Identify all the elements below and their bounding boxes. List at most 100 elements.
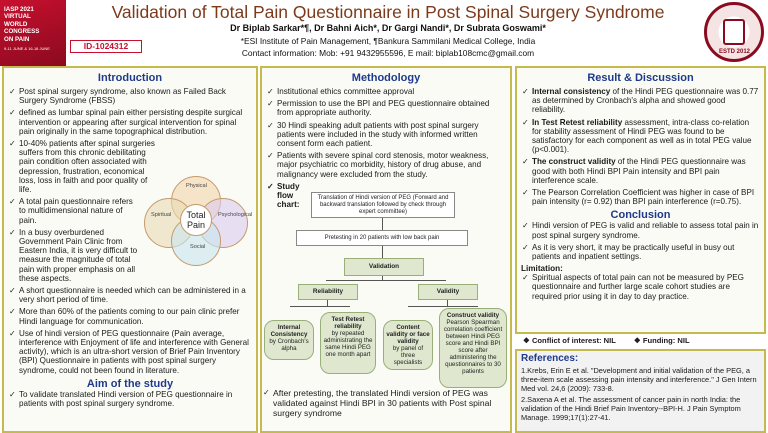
reference-item: 1.Krebs, Erin E et al. "Development and …	[521, 366, 757, 393]
result-text: The Pearson Correlation Coefficient was …	[532, 188, 755, 207]
list-item: In Test Retest reliability assessment, i…	[521, 118, 760, 155]
flow-arrow	[290, 306, 350, 307]
list-item: The construct validity of the Hindi PEG …	[521, 157, 760, 185]
list-item: To validate translated Hindi version of …	[8, 390, 252, 408]
list-item: 10-40% patients after spinal surgeries s…	[8, 139, 158, 194]
result-bold: Internal consistency	[532, 87, 611, 96]
flow-arrow	[447, 300, 448, 306]
results-title: Result & Discussion	[587, 72, 694, 84]
flow-arrow	[326, 280, 446, 281]
list-item: The Pearson Correlation Coefficient was …	[521, 188, 760, 206]
result-bold: In Test Retest reliability	[532, 117, 623, 127]
flow-reliability-box: Reliability	[298, 284, 358, 300]
flow-arrow	[382, 246, 383, 258]
venn-label-social: Social	[190, 244, 206, 250]
list-item: 30 Hindi speaking adult patients with po…	[266, 121, 506, 149]
affiliation: *ESI Institute of Pain Management, ¶Bank…	[240, 36, 536, 46]
introduction-list: Post spinal surgery syndrome, also known…	[8, 87, 252, 375]
after-list: After pretesting, the translated Hindi v…	[262, 388, 510, 418]
flow-arrow	[382, 218, 383, 230]
list-item: Patients with severe spinal cord stenosi…	[266, 151, 506, 179]
methodology-list: Institutional ethics committee approval …	[266, 87, 506, 179]
logo-year: ESTD 2012	[719, 49, 751, 55]
star-icon: ❖	[523, 336, 530, 345]
star-icon: ❖	[633, 336, 641, 345]
flow-tr-body: by repeated administrating the same Hind…	[323, 330, 373, 358]
aim-list: To validate translated Hindi version of …	[8, 390, 252, 408]
logo-line: VIRTUAL	[4, 13, 31, 21]
flow-cv-body: by panel of three specialists	[392, 345, 424, 366]
flow-arrow	[408, 306, 478, 307]
flow-tr-title: Test Retest reliability	[331, 316, 365, 330]
logo-line: ON PAIN	[4, 35, 30, 43]
flow-arrow	[327, 300, 328, 306]
conflict-funding-bar: ❖ Conflict of interest: NIL ❖ Funding: N…	[515, 336, 766, 348]
flow-pretesting-box: Pretesting in 20 patients with low back …	[296, 230, 468, 246]
poster-title: Validation of Total Pain Questionnaire i…	[111, 2, 665, 22]
flow-internal-consistency: Internal Consistency by Cronbach's alpha	[264, 320, 314, 360]
logo-line: CONGRESS	[4, 28, 40, 36]
list-item: Spiritual aspects of total pain can not …	[521, 273, 760, 301]
iasp-logo: IASP 2021 VIRTUAL WORLD CONGRESS ON PAIN…	[0, 0, 66, 66]
limitation-list: Spiritual aspects of total pain can not …	[521, 273, 760, 301]
list-item: Institutional ethics committee approval	[266, 87, 506, 96]
emblem-icon	[723, 19, 745, 45]
venn-label-spiritual: Spiritual	[151, 212, 172, 218]
methodology-title: Methodology	[351, 72, 421, 84]
flow-translation-box: Translation of Hindi version of PEG (For…	[311, 192, 455, 218]
results-panel: Result & Discussion Internal consistency…	[515, 66, 766, 334]
logo-dates: 9-11 JUNE & 16-18 JUNE	[4, 46, 50, 52]
flow-ic-title: Internal Consistency	[270, 324, 308, 338]
result-text: assessment, intra-class co-relation for …	[532, 117, 752, 155]
list-item: In a busy overburdened Government Pain C…	[8, 228, 144, 283]
conclusion-title: Conclusion	[610, 209, 671, 222]
conflict-of-interest: Conflict of interest: NIL	[531, 336, 616, 345]
list-item: More than 60% of the patients coming to …	[8, 307, 252, 325]
results-list: Internal consistency of the Hindi PEG qu…	[521, 87, 760, 206]
study-flow-label: Study flow chart:	[266, 182, 300, 210]
venn-center-total-pain: Total Pain	[180, 204, 212, 236]
flow-cons-body: Pearson Spearman correlation coefficient…	[443, 319, 503, 375]
flow-ic-body: by Cronbach's alpha	[269, 338, 309, 352]
limitation-title: Limitation:	[521, 264, 563, 274]
result-bold: The construct validity	[532, 157, 616, 167]
list-item: A total pain questionnaire refers to mul…	[8, 197, 138, 225]
list-item: As it is very short, it may be practical…	[521, 243, 760, 261]
methodology-after-list: After pretesting, the translated Hindi v…	[262, 388, 510, 421]
references-panel: References: 1.Krebs, Erin E et al. "Deve…	[515, 349, 766, 433]
authors: Dr Biplab Sarkar*¶, Dr Bahni Aich*, Dr G…	[230, 23, 546, 33]
flow-validation-box: Validation	[344, 258, 424, 276]
result-text: of the Hindi PEG questionnaire was 0.77 …	[532, 87, 759, 115]
introduction-title: Introduction	[97, 72, 163, 84]
funding: Funding: NIL	[642, 336, 690, 345]
flow-cons-title: Construct validity	[446, 312, 500, 319]
list-item: A short questionnaire is needed which ca…	[8, 286, 252, 304]
aim-title: Aim of the study	[86, 377, 174, 390]
list-item: Use of hindi version of PEG questionnair…	[8, 329, 252, 375]
flow-construct-validity: Construct validity Pearson Spearman corr…	[439, 308, 507, 388]
list-item: defined as lumbar spinal pain either per…	[8, 108, 252, 136]
list-item: Post spinal surgery syndrome, also known…	[8, 87, 252, 105]
study-flow-label-list: Study flow chart:	[266, 182, 300, 210]
venn-label-physical: Physical	[186, 183, 207, 189]
result-text: of the Hindi PEG questionnaire was good …	[532, 157, 746, 185]
conclusion-list: Hindi version of PEG is valid and reliab…	[521, 221, 760, 261]
references-title: References:	[521, 353, 579, 364]
flow-content-validity: Content validity or face validity by pan…	[383, 320, 433, 370]
abstract-id: ID-1024312	[70, 40, 142, 53]
venn-label-psychological: Psychological	[218, 212, 253, 218]
institute-logo: ESTD 2012	[704, 2, 764, 62]
list-item: Permission to use the BPI and PEG questi…	[266, 99, 506, 117]
total-pain-venn-diagram: Physical Spiritual Psychological Social …	[138, 176, 254, 266]
flow-test-retest: Test Retest reliability by repeated admi…	[320, 312, 376, 374]
logo-line: WORLD	[4, 20, 28, 28]
logo-line: IASP 2021	[4, 6, 34, 13]
list-item: After pretesting, the translated Hindi v…	[262, 388, 510, 418]
poster-header: IASP 2021 VIRTUAL WORLD CONGRESS ON PAIN…	[0, 0, 768, 66]
flow-cv-title: Content validity or face validity	[386, 324, 430, 345]
list-item: Hindi version of PEG is valid and reliab…	[521, 221, 760, 239]
contact-info: Contact information: Mob: +91 9432955596…	[241, 48, 535, 58]
flow-arrow	[382, 276, 383, 280]
reference-item: 2.Saxena A et al. The assessment of canc…	[521, 395, 741, 422]
list-item: Internal consistency of the Hindi PEG qu…	[521, 87, 760, 115]
